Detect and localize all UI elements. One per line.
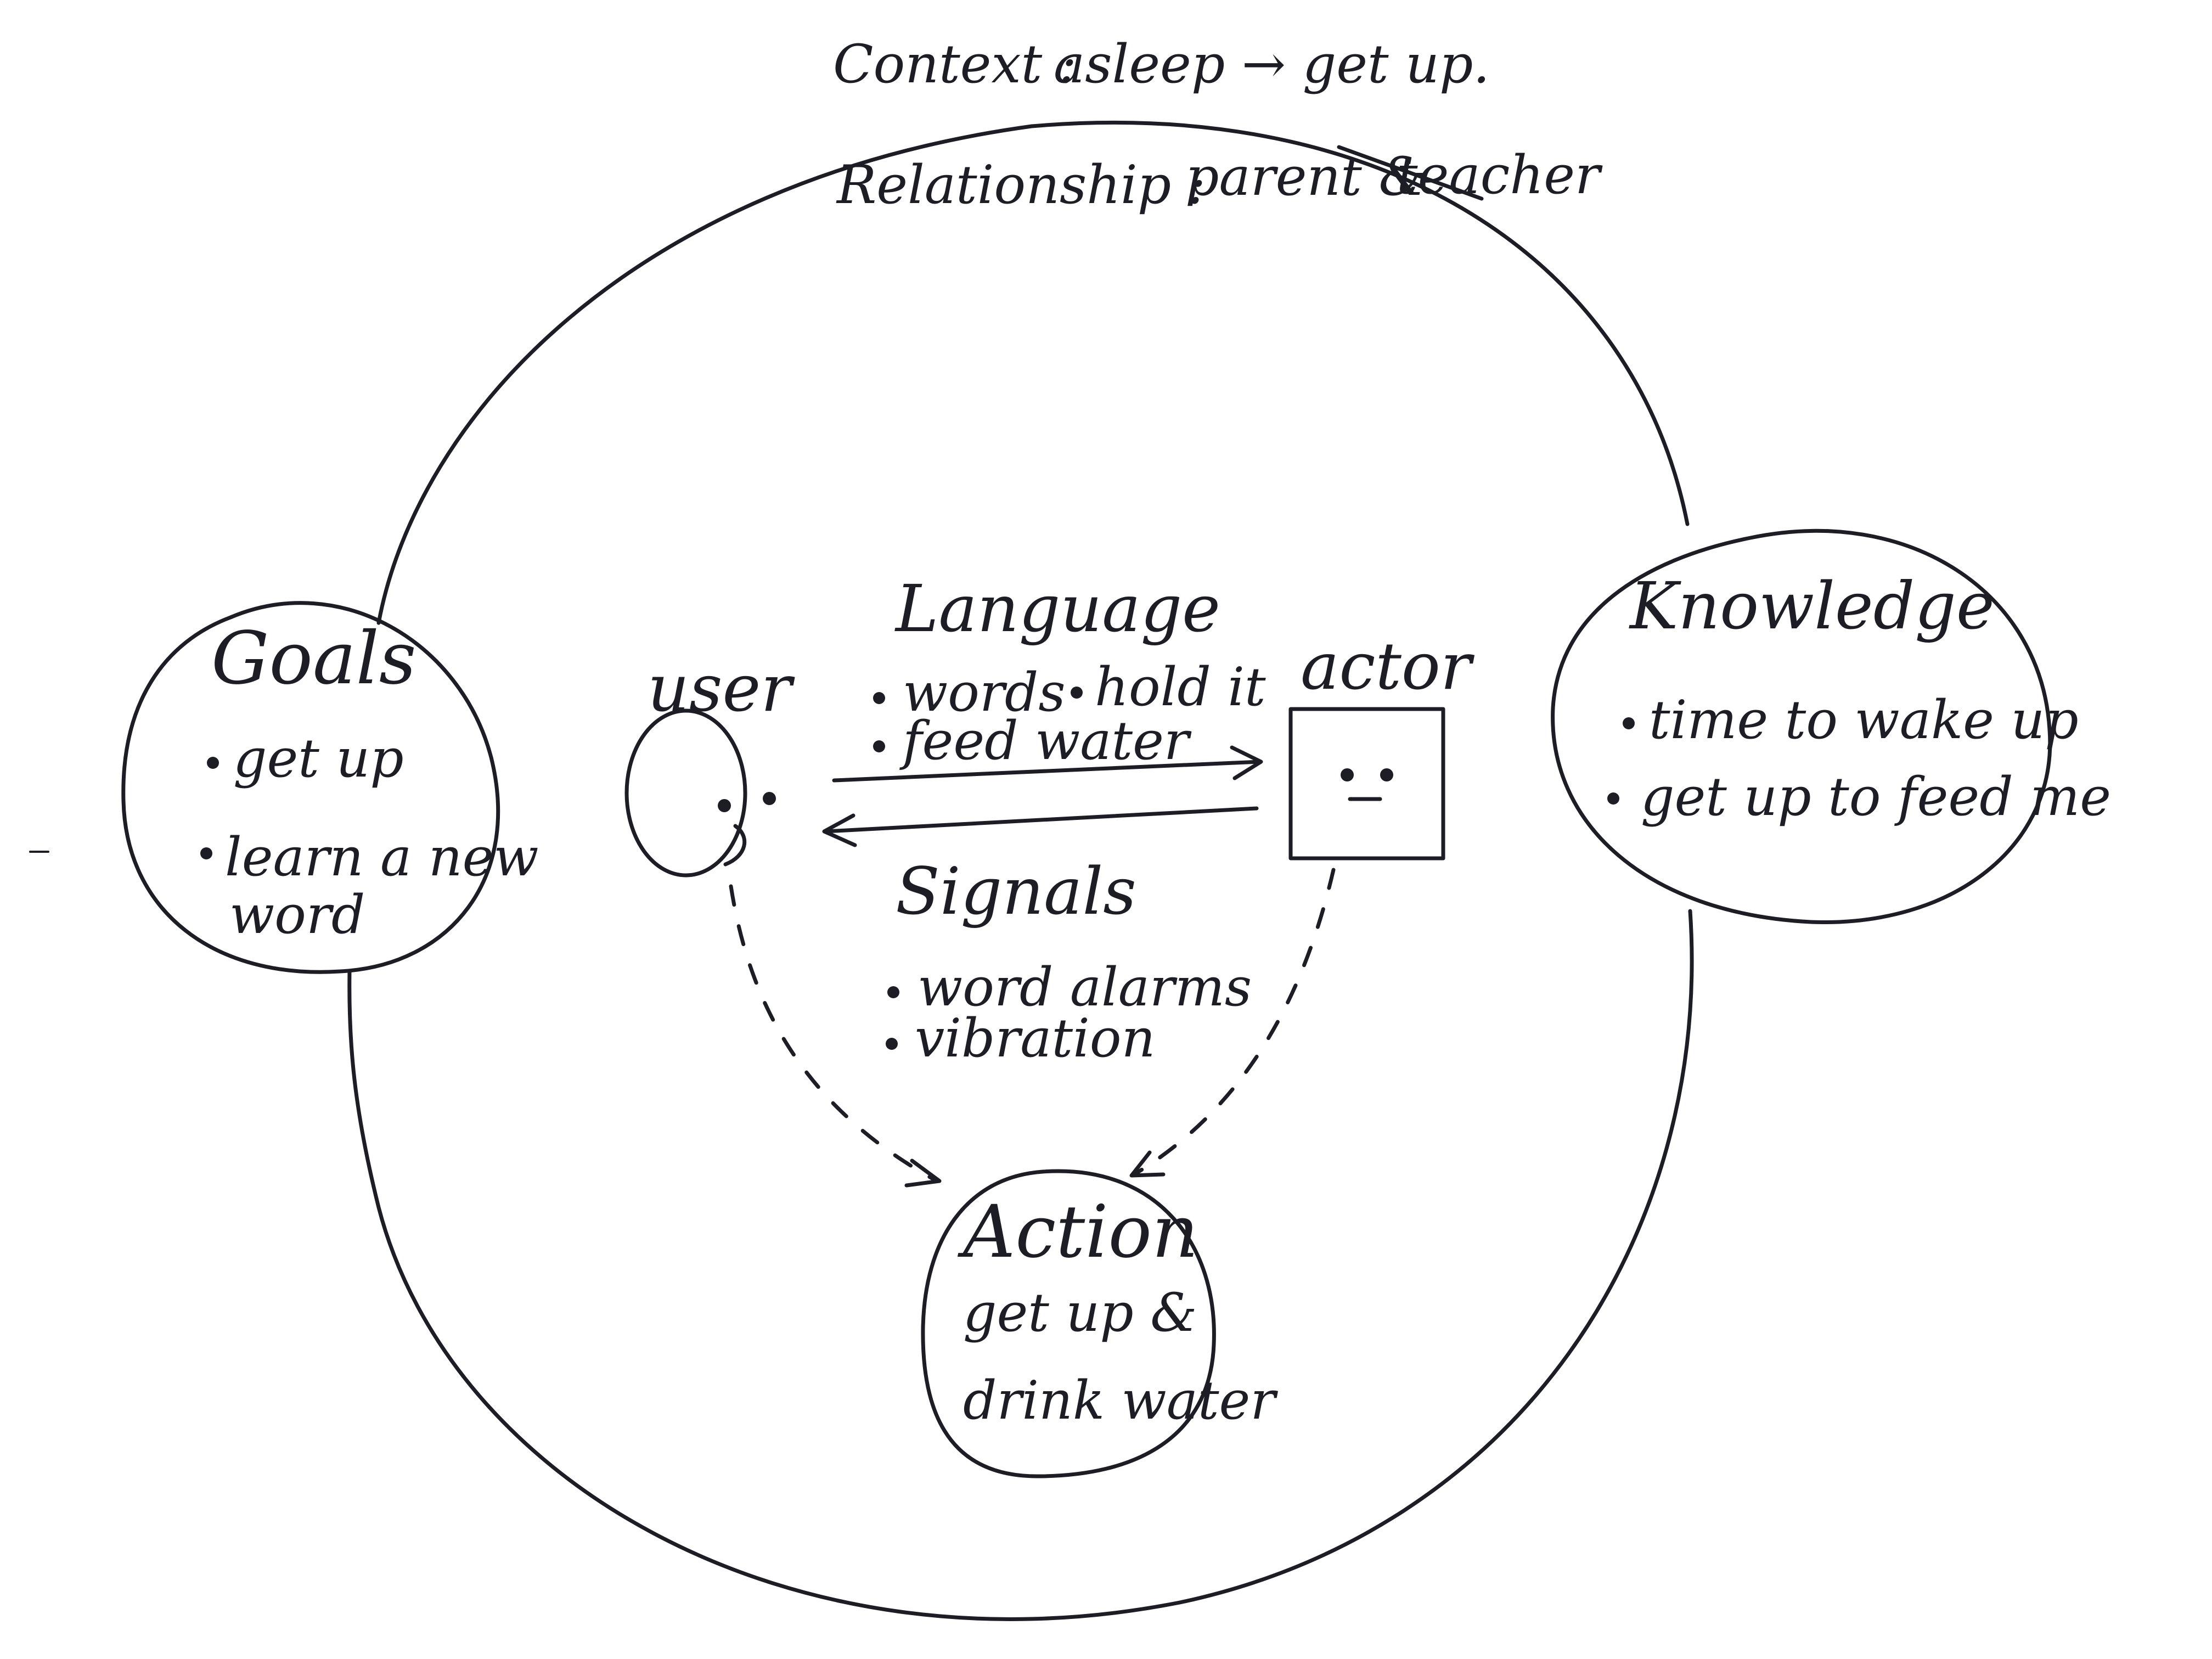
relationship-label: Relationship :	[836, 154, 1206, 216]
goals-bullet-1	[207, 757, 219, 769]
language-label-group: Language words hold it feed water	[873, 571, 1266, 772]
knowledge-bullet-2	[1607, 792, 1619, 805]
language-item-hold: hold it	[1095, 656, 1266, 718]
knowledge-item-2: get up to feed me	[1641, 766, 2111, 828]
language-bullet	[873, 692, 885, 704]
actor-box	[1288, 707, 1445, 861]
signals-item-alarms: word alarms	[918, 957, 1252, 1018]
language-bullet	[873, 740, 885, 752]
user-eye	[718, 799, 731, 812]
knowledge-bullet-1	[1623, 717, 1635, 729]
relationship-value-parent: parent &	[1185, 146, 1426, 207]
user-eye	[763, 792, 776, 805]
signals-label-group: Signals word alarms vibration	[886, 853, 1252, 1069]
actor-eye	[1380, 768, 1393, 781]
language-item-feed: feed water	[899, 710, 1192, 772]
actor-eye	[1341, 768, 1354, 781]
signals-item-vibration: vibration	[915, 1008, 1155, 1069]
goals-item-2: learn a new	[225, 826, 539, 888]
language-arrow	[832, 745, 1263, 783]
signals-title: Signals	[896, 853, 1136, 929]
signals-arrow	[822, 806, 1259, 847]
knowledge-item-1: time to wake up	[1649, 689, 2079, 751]
language-bullet	[1071, 687, 1083, 699]
actor-node: actor	[1288, 628, 1475, 861]
goals-node: Goals get up learn a new word	[121, 601, 539, 974]
knowledge-node: Knowledge time to wake up get up to feed…	[1551, 528, 2111, 924]
context-value: asleep → get up.	[1054, 33, 1490, 95]
goals-title: Goals	[211, 616, 416, 701]
language-item-words: words	[903, 662, 1066, 723]
signals-bullet	[886, 1038, 898, 1050]
relationship-value-teacher: teacher	[1397, 144, 1603, 206]
context-circle	[376, 121, 1690, 625]
goals-bullet-2	[200, 847, 212, 859]
action-line-2: drink water	[963, 1370, 1278, 1431]
user-to-action-arrow	[729, 884, 942, 1188]
goals-item-1: get up	[233, 728, 404, 789]
action-title: Action	[957, 1190, 1198, 1274]
actor-to-action-arrow	[1129, 868, 1336, 1178]
signals-bullet	[887, 986, 899, 998]
user-face	[624, 708, 747, 878]
language-title: Language	[894, 571, 1220, 646]
user-node: user	[624, 650, 795, 878]
action-node: Action get up & drink water	[921, 1169, 1278, 1478]
context-label: Context :	[833, 33, 1077, 95]
action-line-1: get up &	[963, 1282, 1197, 1343]
knowledge-title: Knowledge	[1629, 568, 1995, 644]
goals-item-3: word	[229, 884, 365, 946]
user-mouth	[723, 824, 747, 867]
actor-label: actor	[1301, 628, 1475, 704]
context-circle-lower	[347, 909, 1694, 1621]
strikethrough-line	[1337, 145, 1484, 201]
header: Context : asleep → get up. Relationship …	[833, 33, 1603, 216]
